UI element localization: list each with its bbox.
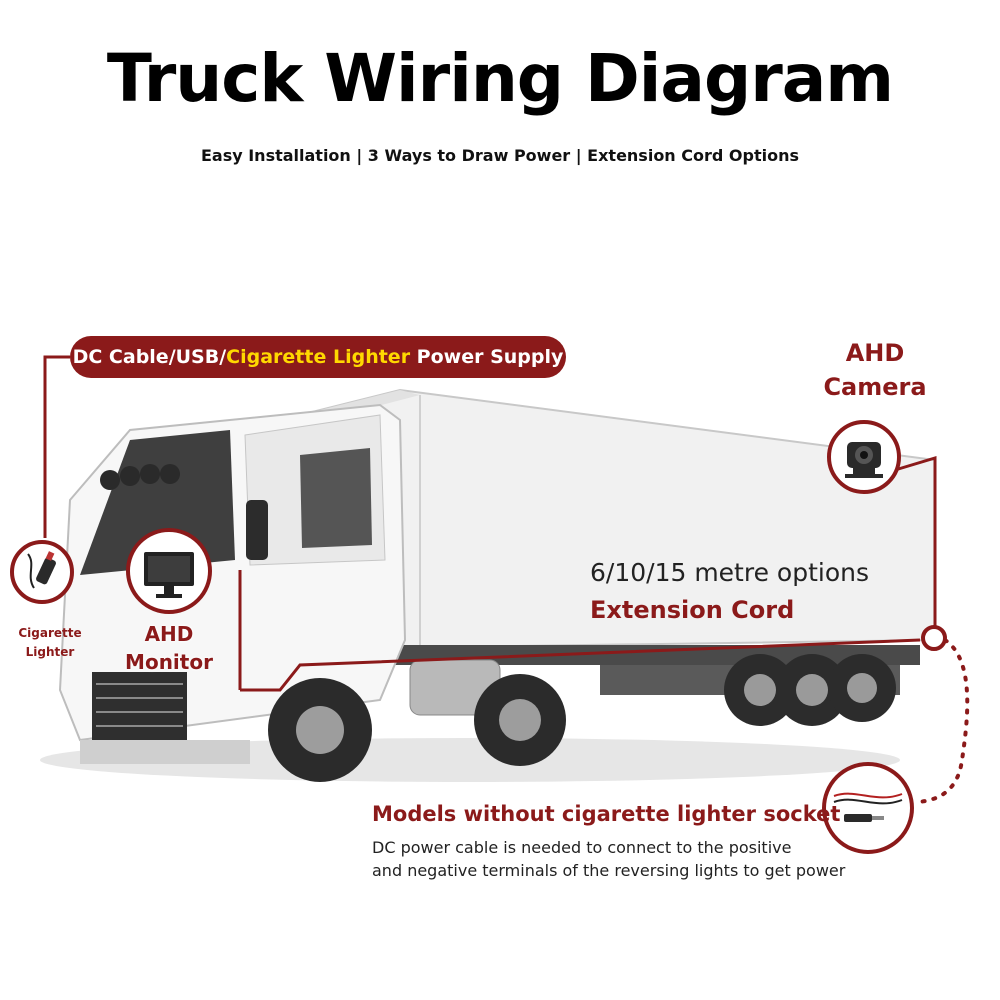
- diagram-subtitle: Easy Installation | 3 Ways to Draw Power…: [200, 146, 800, 165]
- dc-cable-circle: [822, 762, 914, 854]
- ahd-monitor-label: AHD Monitor: [114, 620, 224, 676]
- cigarette-lighter-plug-icon: [27, 551, 56, 589]
- cigarette-lighter-label: Cigarette Lighter: [0, 624, 100, 662]
- no-socket-description: DC power cable is needed to connect to t…: [372, 836, 845, 882]
- extension-cord-label: Extension Cord: [590, 596, 795, 624]
- extension-options: 6/10/15 metre options: [590, 558, 869, 587]
- camera-label-line1: AHD: [845, 339, 905, 367]
- monitor-label-line1: AHD: [144, 622, 194, 646]
- power-banner-suffix: Power Supply: [410, 346, 564, 368]
- camera-circle: [827, 420, 901, 494]
- monitor-icon: [144, 552, 194, 598]
- camera-label-line2: Camera: [823, 373, 927, 401]
- cigarette-lighter-circle: [10, 540, 74, 604]
- ahd-camera-label: AHD Camera: [800, 336, 950, 404]
- cigarette-label-line2: Lighter: [25, 645, 75, 659]
- no-socket-line2: and negative terminals of the reversing …: [372, 861, 846, 880]
- dc-cable-icon: [833, 792, 903, 822]
- cigarette-label-line1: Cigarette: [18, 626, 82, 640]
- camera-icon: [845, 442, 883, 478]
- power-banner-highlight: Cigarette Lighter: [226, 346, 411, 368]
- monitor-label-line2: Monitor: [125, 650, 213, 674]
- power-banner-text: DC Cable/USB/: [72, 346, 227, 368]
- no-socket-heading: Models without cigarette lighter socket: [372, 802, 841, 826]
- monitor-circle: [126, 528, 212, 614]
- no-socket-line1: DC power cable is needed to connect to t…: [372, 838, 792, 857]
- power-supply-banner: DC Cable/USB/Cigarette Lighter Power Sup…: [70, 336, 566, 378]
- diagram-title: Truck Wiring Diagram: [106, 40, 894, 117]
